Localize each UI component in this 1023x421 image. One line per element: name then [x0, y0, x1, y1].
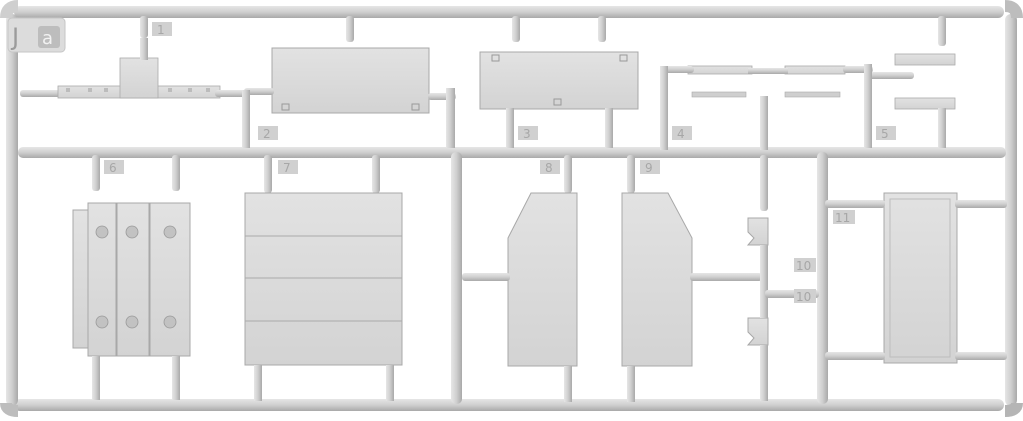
part-number-1: 1 — [157, 23, 165, 37]
part-8 — [462, 192, 578, 402]
part-1 — [20, 38, 245, 99]
gates-top — [140, 16, 946, 46]
part-5 — [864, 53, 956, 148]
part-number-2: 2 — [263, 127, 271, 141]
part-9 — [621, 192, 762, 402]
gates-mid — [92, 155, 768, 211]
part-number-10b: 10 — [796, 290, 811, 304]
part-2 — [242, 47, 456, 148]
part-number-6: 6 — [109, 161, 117, 175]
part-number-9: 9 — [645, 161, 653, 175]
part-number-3: 3 — [523, 127, 531, 141]
part-7 — [244, 192, 403, 401]
part-4 — [660, 65, 873, 150]
part-number-10a: 10 — [796, 259, 811, 273]
sprue-letter-tag: J a — [7, 17, 66, 53]
part-number-11: 11 — [835, 211, 850, 225]
sprue-letter-sub: a — [42, 28, 53, 49]
part-number-4: 4 — [677, 127, 685, 141]
part-number-8: 8 — [545, 161, 553, 175]
part-6 — [72, 202, 191, 400]
part-11 — [825, 192, 1007, 364]
part-number-tags: 1 2 3 4 5 6 7 8 9 10 10 11 — [104, 22, 896, 304]
sprue-letter-main: J — [10, 23, 19, 51]
part-number-7: 7 — [283, 161, 291, 175]
part-3 — [479, 51, 639, 148]
part-number-5: 5 — [881, 127, 889, 141]
part-10 — [746, 217, 819, 401]
